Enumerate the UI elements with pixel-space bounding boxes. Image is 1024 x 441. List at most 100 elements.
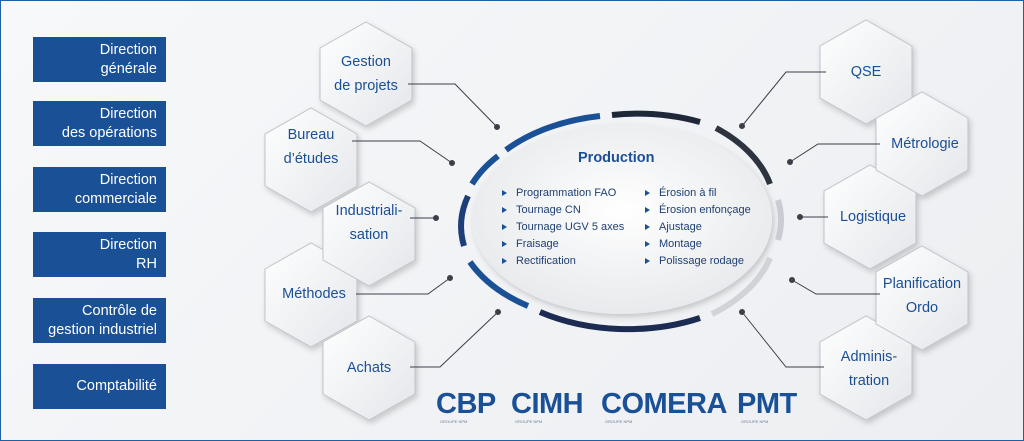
logo-pmt: PMT GROUPE NPM xyxy=(737,388,797,424)
direction-line: Direction xyxy=(99,236,157,253)
hex-label-line: Planification xyxy=(882,276,962,292)
connector-planification xyxy=(791,279,880,295)
connector-dot xyxy=(495,309,501,315)
direction-line: Comptabilité xyxy=(76,378,157,394)
ring-segment xyxy=(710,256,773,317)
connector-dot xyxy=(494,124,500,130)
hex-label-planification-ordo: Planification Ordo xyxy=(872,272,972,320)
hex-bureau-shape xyxy=(264,107,358,213)
logo-cbp-sub: GROUPE NPM xyxy=(440,419,468,424)
production-item: Ajustage xyxy=(643,219,751,236)
hex-label-line: QSE xyxy=(850,64,882,80)
comptabilite-box: Comptabilité xyxy=(33,364,166,409)
production-item: Fraisage xyxy=(500,236,624,253)
direction-line: Contrôle de xyxy=(82,302,157,319)
production-item: Montage xyxy=(643,236,751,253)
direction-operations-box: Direction des opérations xyxy=(33,101,166,146)
hex-label-metrologie: Métrologie xyxy=(876,132,974,156)
hex-planification-shape xyxy=(875,245,969,351)
hex-label-line: Bureau xyxy=(287,127,335,143)
connector-dot xyxy=(433,215,439,221)
connector-methodes xyxy=(356,277,451,295)
connector-dot xyxy=(447,275,453,281)
production-item: Érosion enfonçage xyxy=(643,202,751,219)
production-item: Érosion à fil xyxy=(643,185,751,202)
hex-label-line: sation xyxy=(349,227,389,243)
direction-line: gestion industriel xyxy=(48,321,157,338)
hex-label-achats: Achats xyxy=(323,356,415,380)
hex-label-industrialisation: Industriali- sation xyxy=(320,199,418,247)
hex-label-line: tration xyxy=(848,373,890,389)
right-hex-group xyxy=(819,19,969,421)
direction-line: commerciale xyxy=(74,190,157,207)
direction-rh-box: Direction RH xyxy=(33,232,166,277)
direction-line: générale xyxy=(100,60,157,77)
hex-label-line: Achats xyxy=(346,360,392,376)
logo-pmt-sub: GROUPE NPM xyxy=(741,419,769,424)
left-hex-group xyxy=(264,21,416,421)
direction-line: Direction xyxy=(99,105,157,122)
logo-cimh: CIMH GROUPE NPM xyxy=(511,388,584,424)
direction-line: Direction xyxy=(99,171,157,188)
connector-dot xyxy=(449,160,455,166)
direction-line: Direction xyxy=(99,41,157,58)
hex-label-line: Ordo xyxy=(905,300,939,316)
direction-line: des opérations xyxy=(61,124,157,141)
hex-label-line: Adminis- xyxy=(840,349,898,365)
production-ellipse xyxy=(472,124,772,314)
hex-qse-shape xyxy=(819,19,913,125)
production-item: Tournage CN xyxy=(500,202,624,219)
ellipse-ring-segments xyxy=(458,110,784,333)
ring-segment xyxy=(538,309,701,333)
production-item: Polissage rodage xyxy=(643,253,751,270)
ring-segment xyxy=(469,153,500,186)
direction-generale-box: Direction générale xyxy=(33,37,166,82)
ring-segment xyxy=(775,199,784,241)
ring-segment xyxy=(467,260,530,309)
connector-dot xyxy=(787,159,793,165)
production-list-left: Programmation FAO Tournage CN Tournage U… xyxy=(500,185,624,270)
hex-achats-shape xyxy=(322,315,416,421)
direction-commerciale-box: Direction commerciale xyxy=(33,167,166,212)
connector-qse xyxy=(741,71,826,127)
hex-label-methodes: Méthodes xyxy=(265,282,363,306)
connector-gestion xyxy=(408,83,498,128)
logo-cbp-text: CBP xyxy=(436,388,496,420)
hex-label-logistique: Logistique xyxy=(824,205,922,229)
connector-dot xyxy=(739,309,745,315)
logo-comera-sub: GROUPE NPM xyxy=(605,419,633,424)
hex-label-line: Gestion xyxy=(341,54,391,70)
controle-gestion-box: Contrôle de gestion industriel xyxy=(33,298,166,343)
hex-label-bureau-etudes: Bureau d’études xyxy=(265,123,357,171)
connector-dot xyxy=(739,123,745,129)
ring-segment xyxy=(714,125,773,186)
production-list-right: Érosion à fil Érosion enfonçage Ajustage… xyxy=(643,185,751,270)
hex-label-line: Logistique xyxy=(839,209,907,225)
hex-label-qse: QSE xyxy=(820,60,912,84)
logo-comera: COMERA GROUPE NPM xyxy=(601,388,727,424)
hex-label-line: Industriali- xyxy=(335,203,403,219)
direction-line: RH xyxy=(136,255,157,272)
connector-bureau xyxy=(352,140,453,164)
logo-pmt-text: PMT xyxy=(737,388,797,420)
production-item: Rectification xyxy=(500,253,624,270)
logo-cimh-sub: GROUPE NPM xyxy=(515,419,543,424)
hex-label-line: d’études xyxy=(283,151,339,167)
hex-label-gestion-de-projets: Gestion de projets xyxy=(320,50,412,98)
connector-metrologie xyxy=(789,143,880,163)
hex-industrialisation-shape xyxy=(322,181,416,287)
connector-dot xyxy=(789,277,795,283)
hex-gestion-shape xyxy=(319,21,413,127)
logo-cimh-text: CIMH xyxy=(511,388,584,420)
ring-segment xyxy=(611,110,701,125)
hex-label-line: Méthodes xyxy=(282,286,346,302)
connector-achats xyxy=(410,311,499,368)
logo-cbp: CBP GROUPE NPM xyxy=(436,388,496,424)
ring-segment xyxy=(504,113,601,153)
hex-label-line: Métrologie xyxy=(891,136,959,152)
logo-comera-text: COMERA xyxy=(601,388,727,420)
connector-administration xyxy=(741,311,824,368)
connector-lines xyxy=(352,71,880,368)
production-title: Production xyxy=(578,150,655,166)
